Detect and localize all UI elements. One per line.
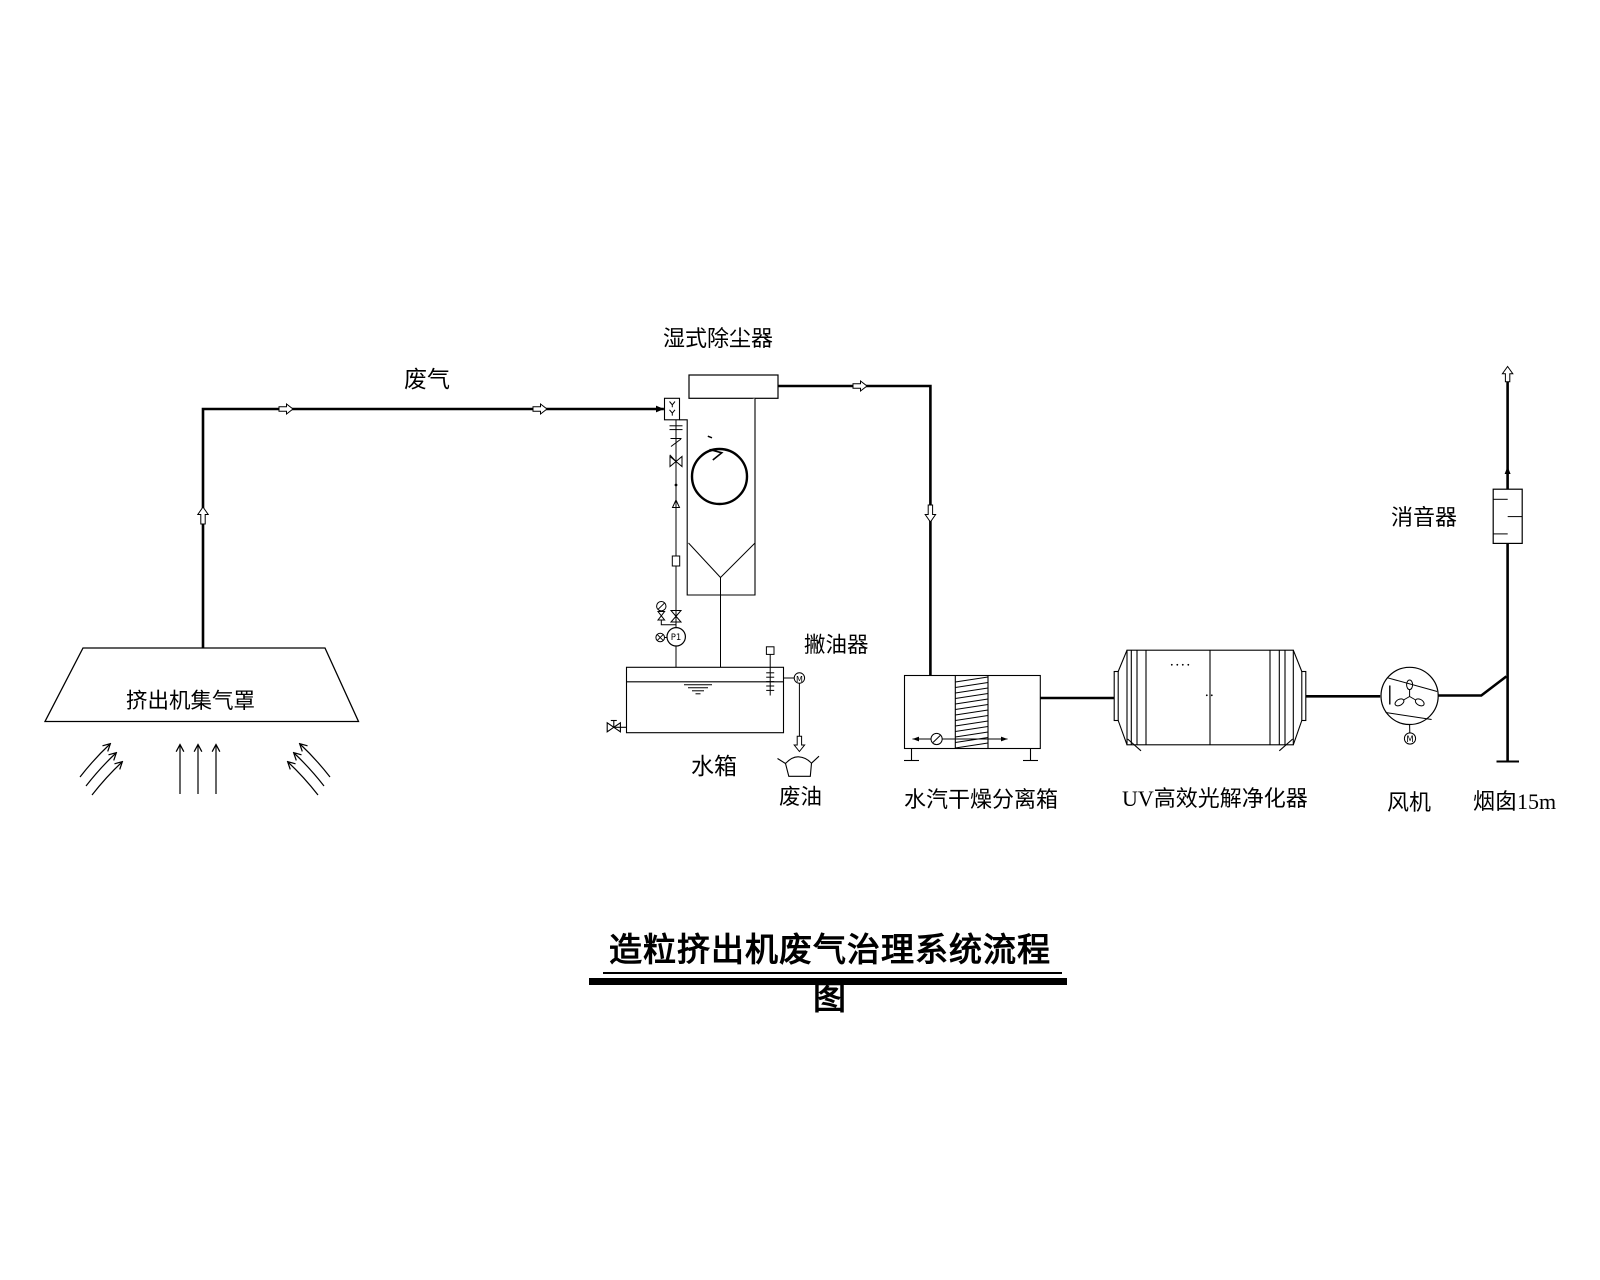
separator-drain <box>912 732 1008 746</box>
fan-motor-tag: M <box>1406 734 1414 745</box>
tank-drain-valve <box>606 719 627 733</box>
uv-purifier <box>1113 649 1307 752</box>
pump-tag: P1 <box>670 632 682 643</box>
tank-label: 水箱 <box>691 754 737 779</box>
airflow-up-arrows <box>79 744 331 796</box>
rotation-arrow <box>709 448 724 461</box>
scrubber-body <box>679 398 756 596</box>
uv-lamp-dots <box>1170 663 1213 697</box>
waste-oil-container <box>777 755 820 777</box>
skimmer-motor-tag: M <box>796 674 803 684</box>
scrubber-cap <box>688 374 779 399</box>
flow-arrows <box>196 365 1514 525</box>
vapor-separator-box <box>903 674 1041 762</box>
scrubber-label: 湿式除尘器 <box>663 326 774 351</box>
uv-purifier-label: UV高效光解净化器 <box>1122 786 1308 811</box>
waste-gas-duct <box>201 381 1509 762</box>
muffler <box>1492 488 1523 545</box>
fan-motor-icon <box>1403 732 1417 745</box>
spray-nozzle-icon <box>669 401 676 416</box>
separator-label: 水汽干燥分离箱 <box>904 787 1059 812</box>
collection-hood <box>43 647 360 796</box>
waste-oil-label: 废油 <box>779 785 823 809</box>
spray-water-line <box>656 420 683 711</box>
water-level-icon <box>684 684 712 695</box>
fan-label: 风机 <box>1387 790 1432 815</box>
water-tank <box>606 666 785 734</box>
hood-label: 挤出机集气罩 <box>126 689 256 713</box>
wet-scrubber <box>663 374 779 711</box>
inlet-arrowhead <box>656 405 664 413</box>
waste-gas-label: 废气 <box>404 367 450 392</box>
demister-mesh <box>955 676 989 749</box>
circulation-pump <box>655 626 686 647</box>
title-underline-thick <box>589 978 1067 985</box>
diagram-title: 造粒挤出机废气治理系统流程图 <box>609 933 1051 1017</box>
oil-skimmer <box>765 646 806 753</box>
scrubber-inlet-box <box>663 397 681 421</box>
oil-discharge-arrow <box>793 735 806 753</box>
exhaust-fan <box>1380 666 1439 745</box>
cyclone-circle <box>690 447 749 506</box>
chimney-label: 烟囱15m <box>1473 789 1557 814</box>
chimney-arrowhead <box>1504 466 1511 474</box>
fan-impeller-icon <box>1394 679 1425 707</box>
title-underline-thin <box>603 972 1062 974</box>
muffler-label: 消音器 <box>1391 505 1458 530</box>
skimmer-label: 撇油器 <box>804 633 869 657</box>
scrubber-funnel <box>688 542 756 578</box>
